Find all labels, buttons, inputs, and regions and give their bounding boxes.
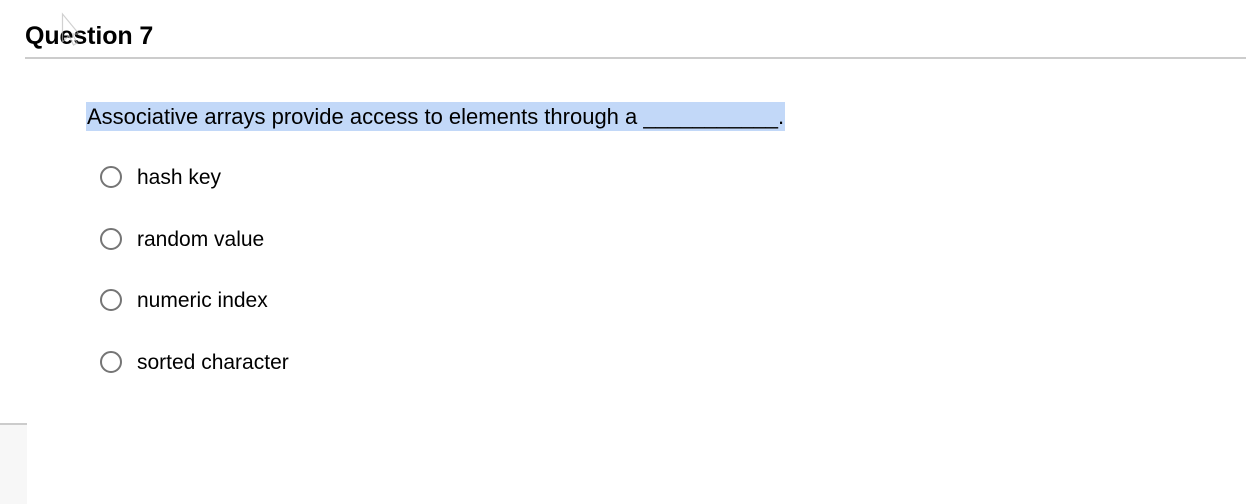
radio-button-icon[interactable] — [100, 351, 122, 373]
option-sorted-character[interactable]: sorted character — [100, 347, 289, 377]
question-header: Question 7 — [0, 0, 1246, 59]
answer-blank: ___________ — [643, 104, 778, 129]
radio-button-icon[interactable] — [100, 166, 122, 188]
prompt-text-before: Associative arrays provide access to ele… — [87, 104, 644, 129]
header-divider — [25, 57, 1246, 59]
page-title: Question 7 — [25, 22, 154, 50]
prompt-text-after: . — [777, 104, 785, 129]
radio-button-icon[interactable] — [100, 228, 122, 250]
option-label: sorted character — [137, 350, 289, 374]
question-prompt-text: Associative arrays provide access to ele… — [86, 102, 786, 131]
option-label: hash key — [137, 165, 222, 189]
option-hash-key[interactable]: hash key — [100, 162, 221, 192]
option-label: random value — [137, 227, 265, 251]
option-numeric-index[interactable]: numeric index — [100, 285, 268, 315]
option-label: numeric index — [137, 288, 268, 312]
radio-button-icon[interactable] — [100, 289, 122, 311]
question-body: Associative arrays provide access to ele… — [0, 58, 1246, 504]
option-random-value[interactable]: random value — [100, 224, 264, 254]
side-panel — [0, 423, 27, 504]
